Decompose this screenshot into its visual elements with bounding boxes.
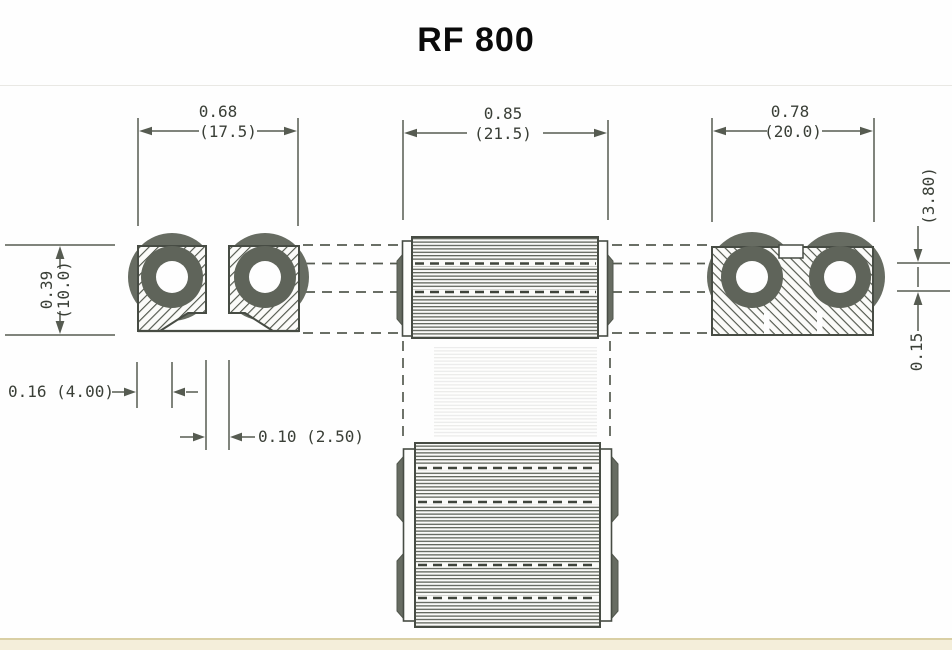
- dim-right-offset-inch: 0.15: [907, 332, 926, 372]
- right-section-view: [707, 232, 885, 336]
- projection-centerlines: [303, 244, 708, 441]
- dim-left-height: 0.39(10.0): [37, 245, 73, 335]
- scan-edge-line: [0, 85, 952, 86]
- front-view: [396, 442, 619, 628]
- footer-paper-strip: [0, 638, 952, 650]
- scan-bleedthrough-ghost: [434, 347, 597, 437]
- dim-center-slot-width: 0.10 (2.50): [258, 427, 364, 446]
- dim-sidewall-thickness: 0.16 (4.00): [8, 382, 114, 401]
- dim-right-width-mm: (20.0): [764, 122, 822, 141]
- dim-left-width-mm: (17.5): [199, 122, 257, 141]
- dim-right-width-inch: 0.78: [770, 102, 810, 121]
- page-title: RF 800: [417, 21, 535, 59]
- dim-right-offset-mm: (3.80): [919, 167, 938, 225]
- dimension-lines: [5, 118, 950, 450]
- dim-left-width-inch: 0.68: [198, 102, 238, 121]
- dim-left-height-mm: (10.0): [54, 261, 73, 319]
- top-view: [396, 236, 614, 339]
- dim-top-width-inch: 0.85: [483, 104, 523, 123]
- dim-top-width-mm: (21.5): [474, 124, 532, 143]
- left-section-view: [128, 232, 309, 333]
